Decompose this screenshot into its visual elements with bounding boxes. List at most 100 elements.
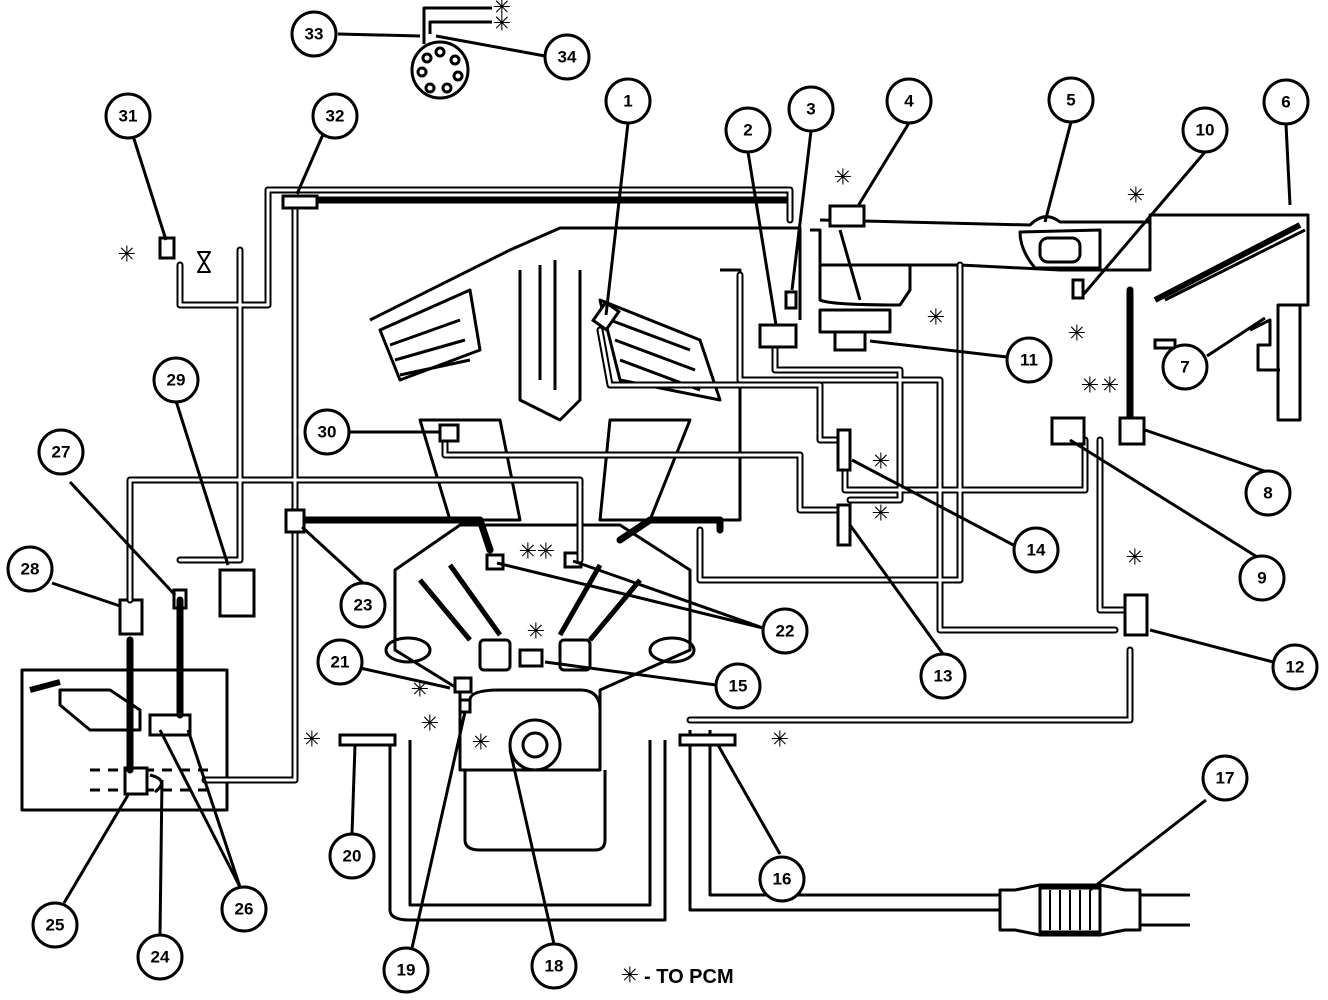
callouts: 1 2 3 4 5 6 7 8 9 10 11 12 13 14 15 16 1… xyxy=(6,10,1319,994)
callout-17: 17 xyxy=(1201,754,1249,802)
pcm-marker: ✳ xyxy=(1081,374,1099,399)
pcm-marker: ✳ xyxy=(1127,184,1145,209)
callout-27: 27 xyxy=(37,428,85,476)
pcm-marker: ✳ xyxy=(303,728,321,753)
svg-text:21: 21 xyxy=(331,653,350,672)
svg-text:12: 12 xyxy=(1286,658,1305,677)
callout-22: 22 xyxy=(761,607,809,655)
pcm-marker: ✳ xyxy=(834,166,852,191)
callout-5: 5 xyxy=(1047,76,1095,124)
small-components xyxy=(197,194,1280,637)
svg-text:26: 26 xyxy=(235,900,254,919)
callout-8: 8 xyxy=(1244,469,1292,517)
callout-16: 16 xyxy=(758,855,806,903)
svg-text:33: 33 xyxy=(305,25,324,44)
callout-33: 33 xyxy=(290,10,338,58)
callout-2: 2 xyxy=(724,106,772,154)
callout-26: 26 xyxy=(220,885,268,933)
svg-text:14: 14 xyxy=(1027,541,1046,560)
svg-text:3: 3 xyxy=(806,100,815,119)
callout-23: 23 xyxy=(339,581,387,629)
callout-24: 24 xyxy=(136,933,184,981)
pcm-marker: ✳ xyxy=(1101,374,1119,399)
svg-text:24: 24 xyxy=(151,948,170,967)
svg-text:8: 8 xyxy=(1263,484,1272,503)
svg-text:19: 19 xyxy=(397,961,416,980)
callout-29: 29 xyxy=(152,356,200,404)
svg-text:4: 4 xyxy=(904,92,914,111)
pcm-marker: ✳ xyxy=(421,712,439,737)
svg-text:10: 10 xyxy=(1196,121,1215,140)
callout-34: 34 xyxy=(543,33,591,81)
pcm-marker: ✳ xyxy=(872,502,890,527)
distributor-cap xyxy=(410,6,492,100)
callout-10: 10 xyxy=(1181,106,1229,154)
callout-1: 1 xyxy=(604,77,652,125)
callout-3: 3 xyxy=(787,85,835,133)
svg-text:15: 15 xyxy=(729,677,748,696)
pcm-marker: ✳ xyxy=(1068,322,1086,347)
svg-text:7: 7 xyxy=(1180,358,1189,377)
callout-12: 12 xyxy=(1271,643,1319,691)
svg-text:13: 13 xyxy=(934,667,953,686)
svg-text:23: 23 xyxy=(354,596,373,615)
svg-text:30: 30 xyxy=(318,423,337,442)
callout-30: 30 xyxy=(303,408,351,456)
callout-25: 25 xyxy=(31,901,79,949)
svg-text:20: 20 xyxy=(343,847,362,866)
pcm-marker: ✳ xyxy=(493,0,511,21)
callout-28: 28 xyxy=(6,545,54,593)
callout-6: 6 xyxy=(1262,78,1310,126)
svg-text:9: 9 xyxy=(1257,569,1266,588)
engine-block xyxy=(384,523,696,852)
svg-text:31: 31 xyxy=(119,107,138,126)
svg-text:32: 32 xyxy=(326,107,345,126)
svg-text:34: 34 xyxy=(558,48,577,67)
callout-31: 31 xyxy=(104,92,152,140)
pcm-marker: ✳ xyxy=(472,731,490,756)
svg-text:29: 29 xyxy=(167,371,186,390)
legend: ✳ - TO PCM xyxy=(621,964,734,989)
fuel-tank xyxy=(20,236,256,812)
pcm-marker: ✳ xyxy=(527,620,545,645)
component-artwork xyxy=(20,6,1310,937)
pcm-marker: ✳ xyxy=(771,728,789,753)
callout-21: 21 xyxy=(316,638,364,686)
svg-text:16: 16 xyxy=(773,870,792,889)
svg-text:2: 2 xyxy=(743,121,752,140)
hose-network xyxy=(126,186,1134,784)
callout-19: 19 xyxy=(382,946,430,994)
pcm-marker: ✳ xyxy=(537,540,555,565)
pcm-marker: ✳ xyxy=(118,243,136,268)
pcm-marker: ✳ xyxy=(927,306,945,331)
callout-14: 14 xyxy=(1012,526,1060,574)
svg-text:18: 18 xyxy=(545,957,564,976)
callout-13: 13 xyxy=(919,652,967,700)
pcm-marker: ✳ xyxy=(493,12,511,37)
pcm-marker: ✳ xyxy=(1126,546,1144,571)
svg-text:28: 28 xyxy=(21,560,40,579)
svg-text:22: 22 xyxy=(776,622,795,641)
air-intake-system xyxy=(810,204,1310,422)
svg-text:17: 17 xyxy=(1216,769,1235,788)
svg-text:1: 1 xyxy=(623,92,632,111)
callout-4: 4 xyxy=(885,77,933,125)
legend-symbol: ✳ xyxy=(621,964,639,989)
legend-text: - TO PCM xyxy=(644,966,734,988)
pcm-marker: ✳ xyxy=(519,540,537,565)
callout-11: 11 xyxy=(1005,336,1053,384)
leader-lines xyxy=(51,32,1292,949)
svg-text:11: 11 xyxy=(1020,351,1038,370)
svg-text:6: 6 xyxy=(1281,93,1290,112)
exhaust-system xyxy=(338,730,1190,937)
callout-7: 7 xyxy=(1161,343,1209,391)
svg-text:5: 5 xyxy=(1066,91,1075,110)
callout-9: 9 xyxy=(1238,554,1286,602)
callout-20: 20 xyxy=(328,832,376,880)
intake-manifold xyxy=(369,226,802,522)
pcm-markers: ✳ ✳ ✳ ✳ ✳ ✳ ✳ ✳ ✳ ✳ ✳ ✳ ✳ ✳ ✳ ✳ ✳ ✳ ✳ ✳ xyxy=(118,0,1145,756)
pcm-marker: ✳ xyxy=(872,450,890,475)
callout-32: 32 xyxy=(311,92,359,140)
svg-text:27: 27 xyxy=(52,443,71,462)
